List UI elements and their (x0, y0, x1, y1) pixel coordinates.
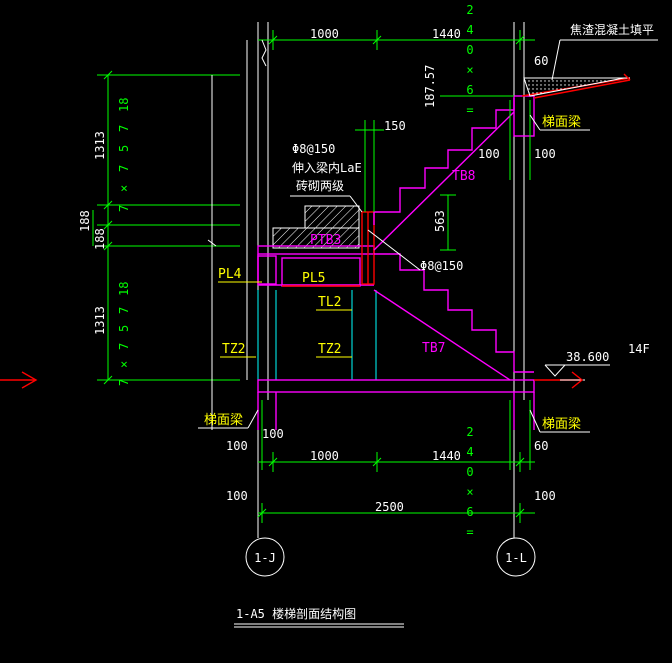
fraction-right-top-1: 4 (466, 23, 473, 37)
annotations: 焦渣混凝土填平 梯面梁 梯面梁 梯面梁 Φ8@150 伸入梁内LaE 砖砌两级 … (198, 22, 658, 433)
tl2-label: TL2 (318, 295, 341, 310)
ptb3-label: PTB3 (310, 233, 341, 248)
fill-note: 焦渣混凝土填平 (570, 22, 654, 37)
rebar-label-a: Φ8@150 (292, 142, 335, 156)
rebar-note-2: 砖砌两级 (296, 178, 344, 193)
drawing-title-group: 1-A5 楼梯剖面结构图 (234, 606, 404, 628)
fraction-left-top-3: 7 (117, 165, 131, 172)
fraction-right-bottom-5: = (466, 525, 473, 539)
left-dimension-chain: 1313 1313 188 188 (78, 70, 240, 385)
left-fraction-top: 18 7 5 7 × 7 (117, 98, 131, 212)
tb8-flight (373, 98, 515, 251)
fraction-left-top-1: 7 (117, 125, 131, 132)
fraction-left-bottom-3: 7 (117, 343, 131, 350)
dim-60-top: 60 (534, 54, 548, 68)
fraction-left-bottom-5: 7 (117, 379, 131, 386)
fraction-left-bottom-0: 18 (117, 282, 131, 296)
elevation-marker: 38.600 14F (544, 342, 650, 381)
fraction-left-bottom-1: 7 (117, 307, 131, 314)
axis-bubble-right: 1-L (496, 537, 536, 577)
dim-bottom-1000: 1000 (310, 449, 339, 463)
right-fraction-top: 2 4 0 × 6 = (466, 3, 473, 117)
dim-100-right-c: 100 (534, 489, 556, 503)
dim-left-188-a: 188 (78, 210, 92, 232)
fraction-left-top-2: 5 (117, 145, 131, 152)
tz2-columns (257, 290, 377, 380)
dim-100-left-b: 100 (226, 439, 248, 453)
top-right-landing (513, 73, 631, 137)
axis-bubble-left: 1-J (245, 537, 285, 577)
dim-left-1313-bottom: 1313 (93, 306, 107, 335)
dim-left-188-b: 188 (93, 228, 107, 250)
dim-150: 150 (384, 119, 406, 133)
drawing-title: 1-A5 楼梯剖面结构图 (236, 606, 356, 621)
dim-total-2500: 2500 (375, 500, 404, 514)
dim-100-left-c: 100 (226, 489, 248, 503)
fraction-left-top-5: 7 (117, 205, 131, 212)
floor-label: 14F (628, 342, 650, 356)
dim-bottom-1440: 1440 (432, 449, 461, 463)
dim-100-left-a: 100 (262, 427, 284, 441)
small-dimensions: 150 563 187.57 60 100 100 100 60 100 100… (226, 54, 556, 503)
fraction-left-bottom-4: × (117, 361, 131, 368)
fraction-right-bottom-1: 4 (466, 445, 473, 459)
tb8-label: TB8 (452, 169, 475, 184)
fraction-left-top-4: × (117, 185, 131, 192)
dim-100-right-b: 100 (534, 147, 556, 161)
pl4-beam (257, 255, 277, 285)
fraction-right-bottom-2: 0 (466, 465, 473, 479)
beam-label-left: 梯面梁 (204, 413, 243, 428)
beam-label-top: 梯面梁 (542, 115, 581, 130)
dim-100-right-a: 100 (478, 147, 500, 161)
ptb3-landing (257, 205, 375, 286)
tz2-label-a: TZ2 (222, 342, 245, 357)
tb7-flight (373, 253, 515, 381)
fraction-left-top-0: 18 (117, 98, 131, 112)
rebar-label-b: Φ8@150 (420, 259, 463, 273)
left-fraction-bottom: 18 7 5 7 × 7 (117, 282, 131, 386)
fraction-right-bottom-3: × (466, 485, 473, 499)
pl5-beam (281, 257, 361, 287)
beam-label-right: 梯面梁 (542, 417, 581, 432)
bottom-dimension-chain: 1000 1440 2500 (257, 449, 535, 523)
pl4-label: PL4 (218, 267, 242, 282)
tb7-label: TB7 (422, 341, 445, 356)
left-wall (207, 39, 267, 430)
dim-left-1313-top: 1313 (93, 131, 107, 160)
axis-label-right: 1-L (505, 551, 527, 565)
bottom-landing (257, 371, 582, 430)
elevation-value: 38.600 (566, 350, 609, 364)
rebar-note-1: 伸入梁内LaE (292, 160, 362, 175)
right-break-arrows (571, 371, 584, 389)
fraction-right-bottom-0: 2 (466, 425, 473, 439)
fraction-right-top-0: 2 (466, 3, 473, 17)
dim-187-57: 187.57 (423, 65, 437, 108)
axis-label-left: 1-J (254, 551, 276, 565)
top-dimension-chain: 1000 1440 (258, 27, 535, 50)
pl5-label: PL5 (302, 271, 325, 286)
red-post (361, 211, 375, 285)
tz2-label-b: TZ2 (318, 342, 341, 357)
left-break-arrows (0, 371, 38, 389)
axis-lines (257, 22, 525, 538)
dim-top-1440: 1440 (432, 27, 461, 41)
fraction-right-top-5: = (466, 103, 473, 117)
fraction-right-top-2: 0 (466, 43, 473, 57)
fraction-right-top-4: 6 (466, 83, 473, 97)
right-fraction-bottom: 2 4 0 × 6 = (466, 425, 473, 539)
fraction-left-bottom-2: 5 (117, 325, 131, 332)
fraction-right-bottom-4: 6 (466, 505, 473, 519)
dim-60-bottom: 60 (534, 439, 548, 453)
dim-top-1000: 1000 (310, 27, 339, 41)
dim-563: 563 (433, 210, 447, 232)
fraction-right-top-3: × (466, 63, 473, 77)
